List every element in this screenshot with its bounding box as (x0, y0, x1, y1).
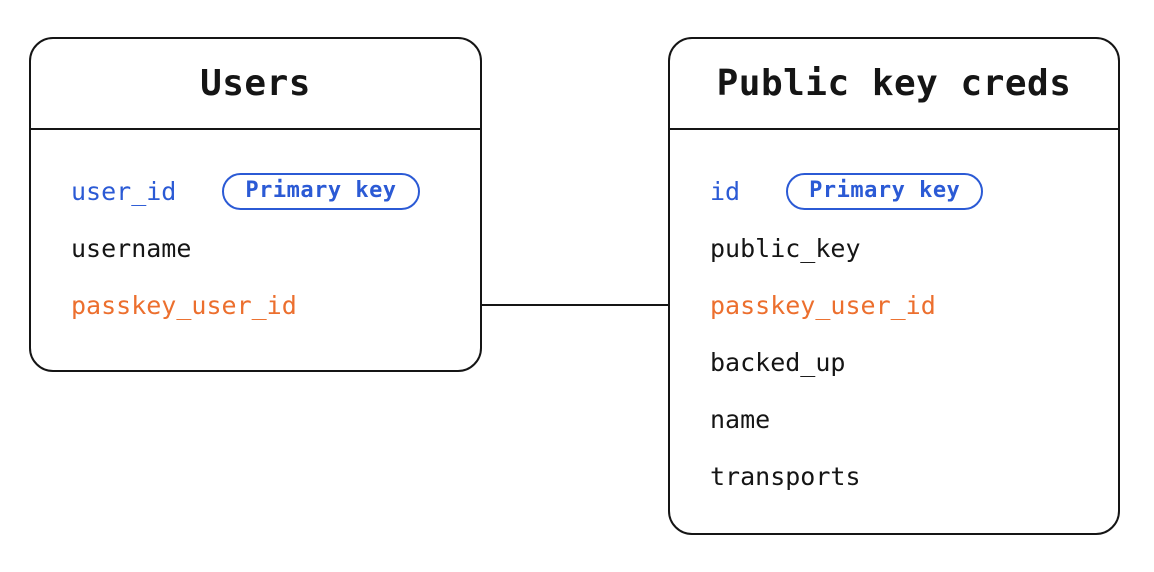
field-row-username: username (71, 220, 480, 277)
field-name: transports (710, 462, 861, 491)
field-name: passkey_user_id (710, 291, 936, 320)
table-public-key-creds-title: Public key creds (716, 63, 1072, 104)
field-name: username (71, 234, 192, 263)
field-row-user-id: user_id Primary key (71, 163, 480, 220)
primary-key-badge: Primary key (222, 173, 420, 210)
table-public-key-creds: Public key creds id Primary key public_k… (668, 37, 1120, 535)
table-public-key-creds-fields: id Primary key public_key passkey_user_i… (670, 130, 1118, 505)
field-row-public-key: public_key (710, 220, 1118, 277)
table-users: Users user_id Primary key username passk… (29, 37, 482, 372)
field-row-backed-up: backed_up (710, 334, 1118, 391)
field-name: passkey_user_id (71, 291, 297, 320)
relationship-line (480, 304, 670, 306)
field-name: name (710, 405, 771, 434)
table-users-title: Users (200, 63, 311, 104)
field-name: user_id (71, 177, 177, 206)
table-public-key-creds-header: Public key creds (670, 39, 1118, 130)
table-users-header: Users (31, 39, 480, 130)
table-users-fields: user_id Primary key username passkey_use… (31, 130, 480, 334)
field-row-transports: transports (710, 448, 1118, 505)
field-name: backed_up (710, 348, 846, 377)
field-name: id (710, 177, 741, 206)
field-row-name: name (710, 391, 1118, 448)
field-row-passkey-user-id: passkey_user_id (710, 277, 1118, 334)
field-row-id: id Primary key (710, 163, 1118, 220)
field-name: public_key (710, 234, 861, 263)
primary-key-badge: Primary key (786, 173, 984, 210)
field-row-passkey-user-id: passkey_user_id (71, 277, 480, 334)
